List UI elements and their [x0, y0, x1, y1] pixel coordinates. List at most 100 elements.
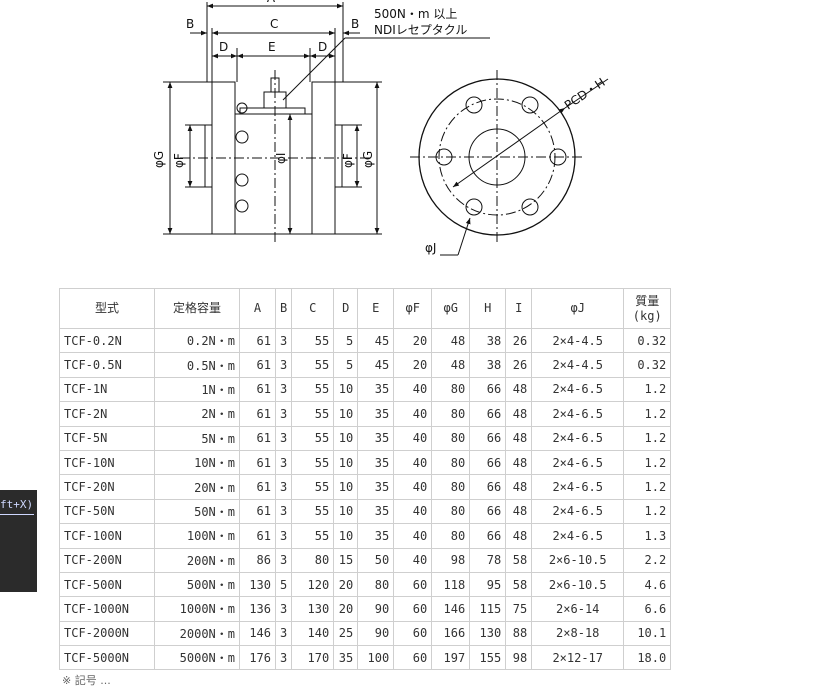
- table-cell: 50: [357, 547, 395, 573]
- col-header-phi-g: φG: [431, 288, 471, 329]
- table-cell: 80: [291, 547, 335, 573]
- table-cell: TCF-50N: [59, 498, 155, 525]
- table-cell: 10: [333, 449, 359, 476]
- dim-phi-g-right-label: φG: [361, 151, 375, 168]
- dim-phi-f-left-label: φF: [172, 153, 186, 168]
- table-cell: 5: [333, 352, 359, 378]
- table-cell: 80: [431, 425, 471, 451]
- table-cell: 100: [357, 645, 395, 671]
- table-cell: 88: [505, 620, 533, 647]
- table-cell: 48: [505, 425, 533, 451]
- dim-phi-i-label: φI: [274, 153, 288, 164]
- table-cell: 55: [291, 523, 335, 549]
- table-cell: 61: [239, 523, 276, 549]
- table-cell: 2×12-17: [531, 645, 625, 671]
- table-cell: 60: [393, 620, 433, 647]
- table-cell: 61: [239, 498, 276, 525]
- table-cell: 55: [291, 352, 335, 378]
- table-cell: 140: [291, 620, 335, 647]
- table-cell: 3: [274, 620, 293, 647]
- table-cell: 35: [357, 376, 395, 403]
- table-cell: 66: [469, 474, 507, 500]
- table-cell: 170: [291, 645, 335, 671]
- table-cell: 55: [291, 474, 335, 500]
- table-cell: 35: [357, 474, 395, 500]
- table-cell: 146: [239, 620, 276, 647]
- table-cell: 20: [393, 352, 433, 378]
- table-cell: TCF-0.2N: [59, 327, 155, 354]
- table-cell: 166: [431, 620, 471, 647]
- table-cell: 2×6-10.5: [531, 547, 625, 573]
- dim-phi-g-left-label: φG: [152, 151, 166, 168]
- table-cell: 66: [469, 401, 507, 427]
- col-header-mass-label: 質量: [635, 293, 660, 308]
- table-cell: 200N・m: [154, 547, 240, 573]
- table-cell: 80: [431, 474, 471, 500]
- table-cell: 40: [393, 449, 433, 476]
- table-cell: 0.5N・m: [154, 352, 240, 378]
- table-cell: 5: [333, 327, 359, 354]
- table-cell: 1.2: [623, 425, 672, 451]
- table-cell: 80: [431, 498, 471, 525]
- table-cell: 35: [357, 523, 395, 549]
- table-cell: 86: [239, 547, 276, 573]
- table-cell: 3: [274, 474, 293, 500]
- table-cell: 2×8-18: [531, 620, 625, 647]
- table-cell: 0.32: [623, 352, 672, 378]
- col-header-mass: 質量(kg): [623, 288, 672, 329]
- table-cell: 3: [274, 596, 293, 622]
- table-cell: 10: [333, 401, 359, 427]
- table-cell: 5: [274, 571, 293, 598]
- table-cell: 66: [469, 425, 507, 451]
- table-cell: 1.2: [623, 498, 672, 525]
- table-cell: 2N・m: [154, 401, 240, 427]
- col-header-model: 型式: [59, 288, 155, 329]
- note-line2: NDIレセプタクル: [374, 23, 467, 37]
- col-header-phi-f: φF: [393, 288, 433, 329]
- table-cell: 58: [505, 571, 533, 598]
- side-panel-underline: [0, 514, 34, 515]
- table-cell: TCF-1N: [59, 376, 155, 403]
- col-header-c: C: [291, 288, 335, 329]
- table-cell: 38: [469, 327, 507, 354]
- table-cell: 35: [357, 401, 395, 427]
- table-cell: 35: [333, 645, 359, 671]
- table-cell: 115: [469, 596, 507, 622]
- table-cell: 146: [431, 596, 471, 622]
- table-cell: 80: [431, 449, 471, 476]
- table-cell: 2×4-4.5: [531, 352, 625, 378]
- table-cell: 48: [505, 498, 533, 525]
- table-cell: 2.2: [623, 547, 672, 573]
- table-cell: 55: [291, 449, 335, 476]
- dim-b-right-label: B: [351, 17, 359, 31]
- table-cell: 136: [239, 596, 276, 622]
- table-cell: 45: [357, 352, 395, 378]
- table-cell: 15: [333, 547, 359, 573]
- table-cell: 155: [469, 645, 507, 671]
- table-cell: 1.2: [623, 474, 672, 500]
- table-cell: 61: [239, 352, 276, 378]
- table-cell: 3: [274, 401, 293, 427]
- table-cell: TCF-2N: [59, 401, 155, 427]
- dim-phi-j-label: φJ: [425, 241, 436, 255]
- table-cell: 1000N・m: [154, 596, 240, 622]
- table-cell: 61: [239, 376, 276, 403]
- table-cell: 100N・m: [154, 523, 240, 549]
- spec-table: 型式 定格容量 A B C D E φF φG H I φJ 質量(kg) TC…: [59, 288, 672, 671]
- table-cell: 4.6: [623, 571, 672, 598]
- table-cell: 6.6: [623, 596, 672, 622]
- table-cell: 0.2N・m: [154, 327, 240, 354]
- table-cell: 10: [333, 425, 359, 451]
- table-cell: 60: [393, 571, 433, 598]
- table-cell: 90: [357, 620, 395, 647]
- dim-e-label: E: [268, 40, 276, 54]
